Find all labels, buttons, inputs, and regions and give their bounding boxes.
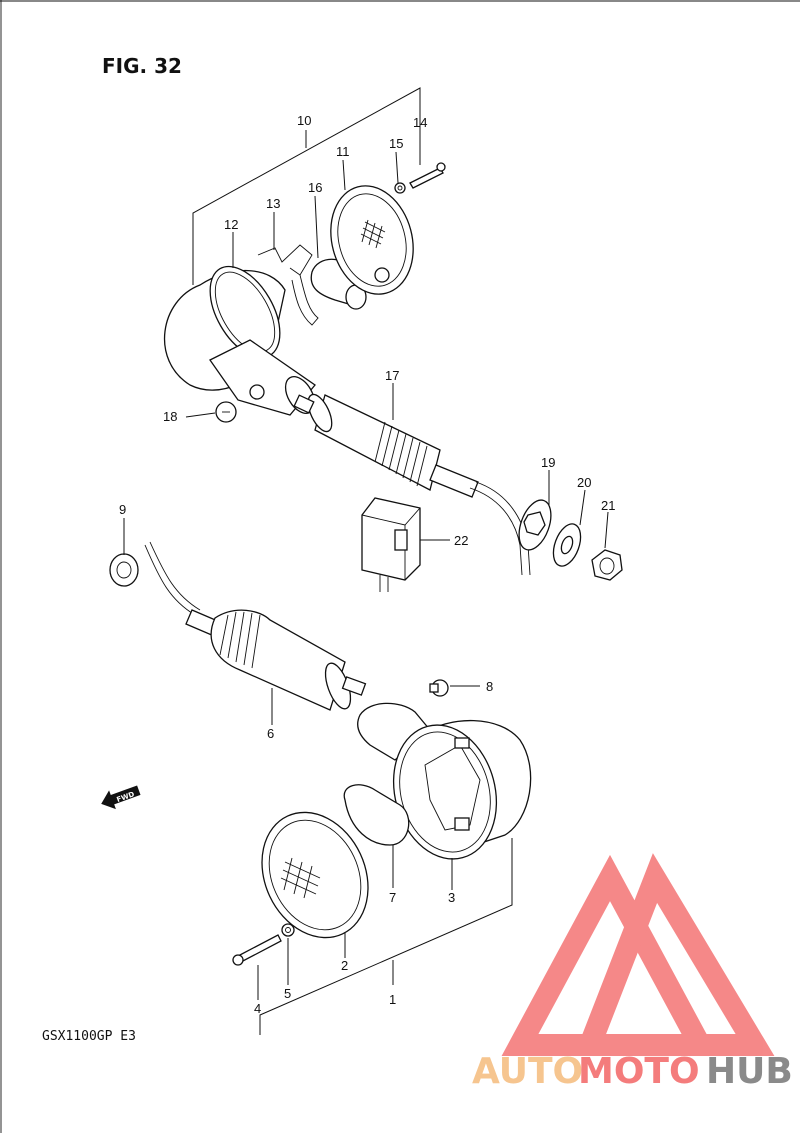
clip-spring <box>291 274 319 326</box>
callout-17: 17 <box>385 368 399 383</box>
bulb-socket-clip <box>257 244 313 276</box>
forward-arrow-icon: FWD <box>101 785 141 810</box>
upper-turn-signal-assembly <box>163 87 531 576</box>
callout-11: 11 <box>336 144 350 159</box>
callout-12: 12 <box>224 217 238 232</box>
lens-2 <box>261 811 369 939</box>
nut-9 <box>109 553 139 587</box>
callout-21: 21 <box>601 498 615 513</box>
wire-lower <box>144 544 196 616</box>
callout-22: 22 <box>454 533 468 548</box>
callout-3: 3 <box>448 890 455 905</box>
callout-10: 10 <box>297 113 311 128</box>
washer-5 <box>281 923 295 937</box>
callout-5: 5 <box>284 986 291 1001</box>
figure-title: FIG. 32 <box>102 54 182 78</box>
wire-upper <box>469 487 523 576</box>
watermark-auto: AUTO <box>472 1051 583 1092</box>
leader-21 <box>604 511 609 549</box>
lens-screw-boss <box>374 267 390 283</box>
callout-6: 6 <box>267 726 274 741</box>
washer-20 <box>552 523 582 567</box>
lower-turn-signal-assembly <box>144 541 532 1035</box>
washer-15 <box>394 182 406 194</box>
relay-22 <box>361 497 421 592</box>
leader-11 <box>342 159 346 191</box>
callout-15: 15 <box>389 136 403 151</box>
group-bracket-10 <box>192 87 421 285</box>
callout-19: 19 <box>541 455 555 470</box>
callout-16: 16 <box>308 180 322 195</box>
terminal-17 <box>293 394 315 414</box>
callout-1: 1 <box>389 992 396 1007</box>
screw-14 <box>409 167 444 189</box>
lens-grid <box>360 219 386 249</box>
lens-inner-ring <box>337 193 407 287</box>
callout-13: 13 <box>266 196 280 211</box>
watermark-hub: HUB <box>706 1051 793 1092</box>
cover-tube-17-ribs <box>374 421 428 487</box>
nut-19 <box>518 499 552 551</box>
callout-2: 2 <box>341 958 348 973</box>
group-bracket-1 <box>259 838 513 1035</box>
nut-21 <box>591 549 623 581</box>
watermark-moto: MOTO <box>578 1051 700 1092</box>
threaded-stem-upper <box>429 464 479 498</box>
cover-tube-17 <box>314 394 441 491</box>
screw-14-head <box>436 162 446 172</box>
leader-18 <box>185 412 216 418</box>
stem-bolt-hole <box>249 384 265 400</box>
callout-7: 7 <box>389 890 396 905</box>
cover-tube-17-end <box>307 393 333 433</box>
callout-9: 9 <box>119 502 126 517</box>
callout-20: 20 <box>577 475 591 490</box>
lens-2-grid <box>280 857 321 899</box>
leader-20 <box>579 489 586 526</box>
terminal-6 <box>341 676 367 696</box>
callout-14: 14 <box>413 115 427 130</box>
callout-18: 18 <box>163 409 177 424</box>
cover-tube-6 <box>210 609 346 711</box>
cover-tube-6-ribs <box>219 611 261 669</box>
leader-15 <box>395 151 399 184</box>
model-code: GSX1100GP E3 <box>42 1029 136 1044</box>
screw-4 <box>237 934 282 963</box>
leader-16 <box>314 195 319 259</box>
screw-4-head <box>232 954 244 966</box>
callout-8: 8 <box>486 679 493 694</box>
callout-4: 4 <box>254 1001 261 1016</box>
housing-gasket <box>214 271 276 353</box>
bulb-7 <box>343 784 410 846</box>
automotohub-logo-icon <box>501 853 775 1056</box>
